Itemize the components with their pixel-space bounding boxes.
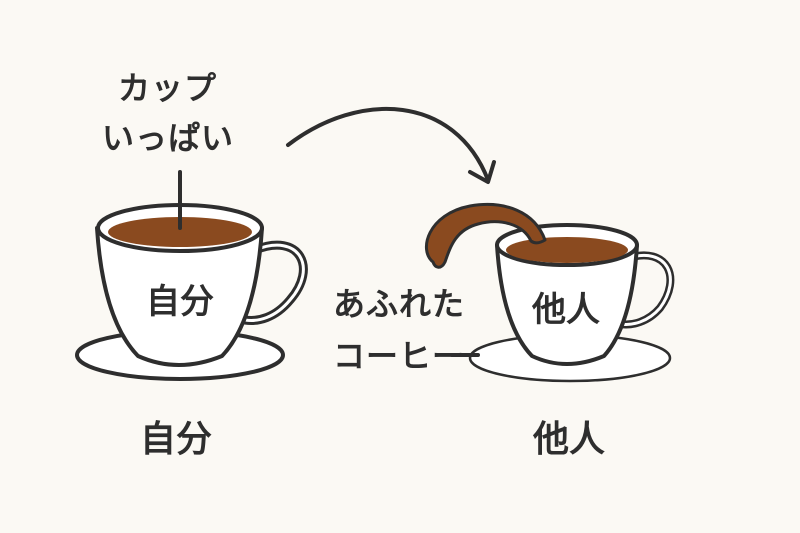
other-caption: 他人 — [533, 419, 606, 460]
arrow-shaft — [286, 106, 490, 182]
overflow-label-line1: あふれた — [333, 285, 466, 323]
full-cup-label-line2: いっぱい — [102, 119, 235, 157]
self-cup-body — [95, 226, 264, 367]
self-cup-label: 自分 — [146, 282, 214, 322]
other-cup-handle-inner — [618, 254, 672, 326]
full-cup-label-line1: カップ — [118, 69, 218, 107]
overflow-label-line2: コーヒー — [333, 337, 466, 375]
self-caption: 自分 — [140, 419, 213, 460]
other-cup — [468, 223, 675, 383]
self-cup-handle-inner — [243, 243, 305, 322]
overflow-pour — [424, 203, 547, 269]
arrow — [286, 106, 496, 184]
arrow-head — [468, 160, 496, 184]
other-cup-body — [495, 243, 639, 366]
other-cup-label: 他人 — [532, 290, 600, 330]
self-cup-coffee — [108, 217, 252, 247]
other-cup-coffee — [506, 237, 628, 263]
self-cup — [75, 170, 308, 381]
